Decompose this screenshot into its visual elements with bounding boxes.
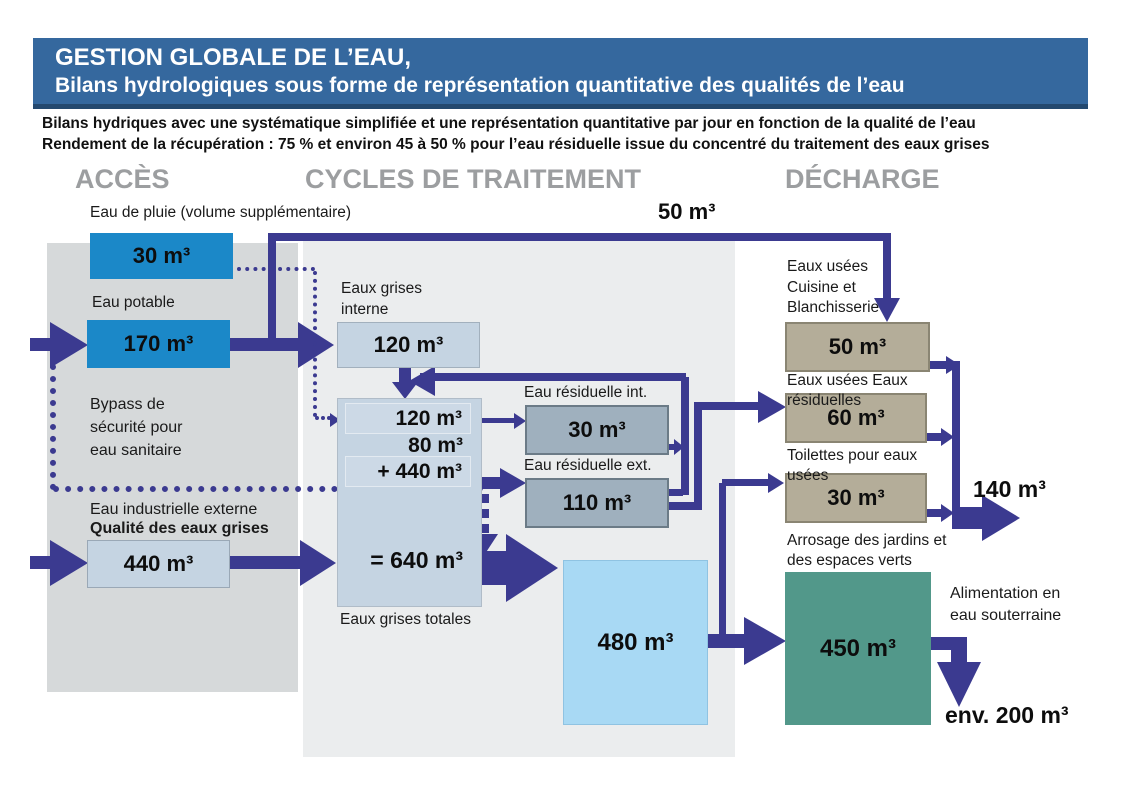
stack-out-arrowhead-icon bbox=[506, 534, 558, 602]
recycle-return-line bbox=[420, 373, 686, 381]
industrial-label: Eau industrielle externe Qualité des eau… bbox=[90, 501, 269, 537]
sewer-direct-arrowhead-icon bbox=[874, 298, 900, 322]
recycle-loop-vertical bbox=[681, 377, 689, 495]
rain-label: Eau de pluie (volume supplémentaire) bbox=[90, 204, 352, 221]
industrial-in-arrowhead-icon bbox=[50, 540, 88, 586]
residual-int-in-arrowhead-icon bbox=[514, 413, 526, 429]
irrigation-box: 450 m³ bbox=[785, 572, 931, 725]
access-panel bbox=[47, 243, 298, 692]
column-header-treatment: CYCLES DE TRAITEMENT bbox=[305, 164, 642, 194]
waste-res-out-arrowhead-icon bbox=[941, 428, 954, 446]
rain-dotted-h2 bbox=[315, 416, 331, 420]
industrial-in-shaft bbox=[30, 556, 50, 569]
toilets-box: 30 m³ bbox=[785, 473, 927, 523]
grey-internal-label: Eaux grises interne bbox=[341, 280, 422, 318]
rain-dotted-v bbox=[313, 271, 317, 417]
stack-row-industrial: + 440 m³ bbox=[345, 456, 471, 487]
service-out-arrowhead-icon bbox=[744, 617, 786, 665]
rain-dotted-arrowhead-icon bbox=[330, 413, 340, 427]
sewer-total-arrowhead-icon bbox=[982, 495, 1020, 541]
stack-row-recycled: 80 m³ bbox=[408, 434, 463, 457]
waste-res-path-h2 bbox=[694, 402, 760, 410]
kitchen-label: Eaux usées Cuisine et Blanchisserie bbox=[787, 258, 880, 316]
intro-line-2: Rendement de la récupération : 75 % et e… bbox=[42, 136, 990, 153]
waste-res-path-v bbox=[694, 402, 702, 510]
residual-ext-label: Eau résiduelle ext. bbox=[524, 457, 652, 474]
title-bar: GESTION GLOBALE DE L’EAU, Bilans hydrolo… bbox=[33, 38, 1088, 109]
potable-in-arrowhead-icon bbox=[50, 322, 88, 368]
industrial-out-arrowhead-icon bbox=[300, 540, 336, 586]
potable-in-shaft bbox=[30, 338, 50, 351]
sewer-direct-label: 50 m³ bbox=[658, 199, 716, 224]
service-water-box: 480 m³ bbox=[563, 560, 708, 725]
potable-label: Eau potable bbox=[92, 294, 175, 311]
bypass-dotted-v bbox=[50, 352, 56, 490]
groundwater-v-shaft bbox=[951, 637, 967, 665]
residual-ext-in-arrowhead-icon bbox=[500, 468, 526, 498]
residual-int-label: Eau résiduelle int. bbox=[524, 384, 648, 401]
rain-box: 30 m³ bbox=[90, 233, 233, 279]
toilets-label: Toilettes pour eaux usées bbox=[787, 447, 918, 484]
industrial-box: 440 m³ bbox=[87, 540, 230, 588]
sewer-direct-downline bbox=[883, 237, 891, 300]
grey-internal-box: 120 m³ bbox=[337, 322, 480, 368]
stack-total: = 640 m³ bbox=[370, 546, 463, 573]
waste-res-box: 60 m³ bbox=[785, 393, 927, 443]
sewer-total-label: 140 m³ bbox=[973, 476, 1046, 502]
kitchen-box: 50 m³ bbox=[785, 322, 930, 372]
waste-res-out-shaft bbox=[927, 433, 943, 441]
bypass-dotted-h bbox=[53, 486, 483, 492]
residual-int-out-arrowhead-icon bbox=[674, 439, 684, 455]
service-out-shaft bbox=[708, 634, 746, 648]
waste-res-path-h1 bbox=[669, 502, 701, 510]
column-header-discharge: DÉCHARGE bbox=[785, 164, 940, 194]
toilets-out-arrowhead-icon bbox=[941, 504, 954, 522]
column-header-access: ACCÈS bbox=[75, 164, 170, 194]
sewer-direct-vertical bbox=[268, 237, 276, 345]
irrigation-label: Arrosage des jardins et des espaces vert… bbox=[787, 532, 947, 569]
rain-dotted-h1 bbox=[237, 267, 315, 271]
bypass-label: Bypass de sécurité pour eau sanitaire bbox=[90, 396, 183, 459]
grey-internal-down-stub bbox=[399, 368, 411, 383]
recycle-loop-bottom bbox=[669, 489, 683, 496]
stack-out-shaft bbox=[482, 551, 508, 585]
toilets-in-arrowhead-icon bbox=[768, 473, 784, 493]
toilets-out-shaft bbox=[927, 509, 943, 517]
groundwater-down-arrowhead-icon bbox=[937, 662, 981, 707]
page-subtitle: Bilans hydrologiques sous forme de repré… bbox=[55, 74, 905, 97]
toilets-branch-vertical bbox=[719, 483, 726, 638]
residual-int-in-shaft bbox=[472, 418, 516, 423]
page-title: GESTION GLOBALE DE L’EAU, bbox=[55, 44, 412, 71]
waste-res-label: Eaux usées Eaux résiduelles bbox=[787, 372, 908, 409]
sewer-collector-vertical bbox=[952, 361, 960, 511]
potable-out-shaft bbox=[230, 338, 300, 351]
stack-in-down-arrowhead-icon bbox=[392, 382, 418, 399]
groundwater-value: env. 200 m³ bbox=[945, 702, 1069, 728]
potable-box: 170 m³ bbox=[87, 320, 230, 368]
intro-line-1: Bilans hydriques avec une systématique s… bbox=[42, 115, 976, 132]
stack-row-internal: 120 m³ bbox=[345, 403, 471, 434]
sewer-direct-topline bbox=[268, 233, 891, 241]
stack-caption: Eaux grises totales bbox=[340, 611, 471, 628]
groundwater-label: Alimentation en eau souterraine bbox=[950, 585, 1062, 624]
kitchen-out-shaft bbox=[930, 361, 948, 369]
toilets-branch-horizontal bbox=[722, 479, 770, 486]
residual-ext-box: 110 m³ bbox=[525, 478, 669, 528]
residual-int-box: 30 m³ bbox=[525, 405, 669, 455]
sewer-total-shaft bbox=[952, 507, 984, 529]
waste-res-in-arrowhead-icon bbox=[758, 391, 786, 423]
residual-int-out-shaft bbox=[669, 444, 675, 450]
industrial-out-shaft bbox=[230, 556, 302, 569]
